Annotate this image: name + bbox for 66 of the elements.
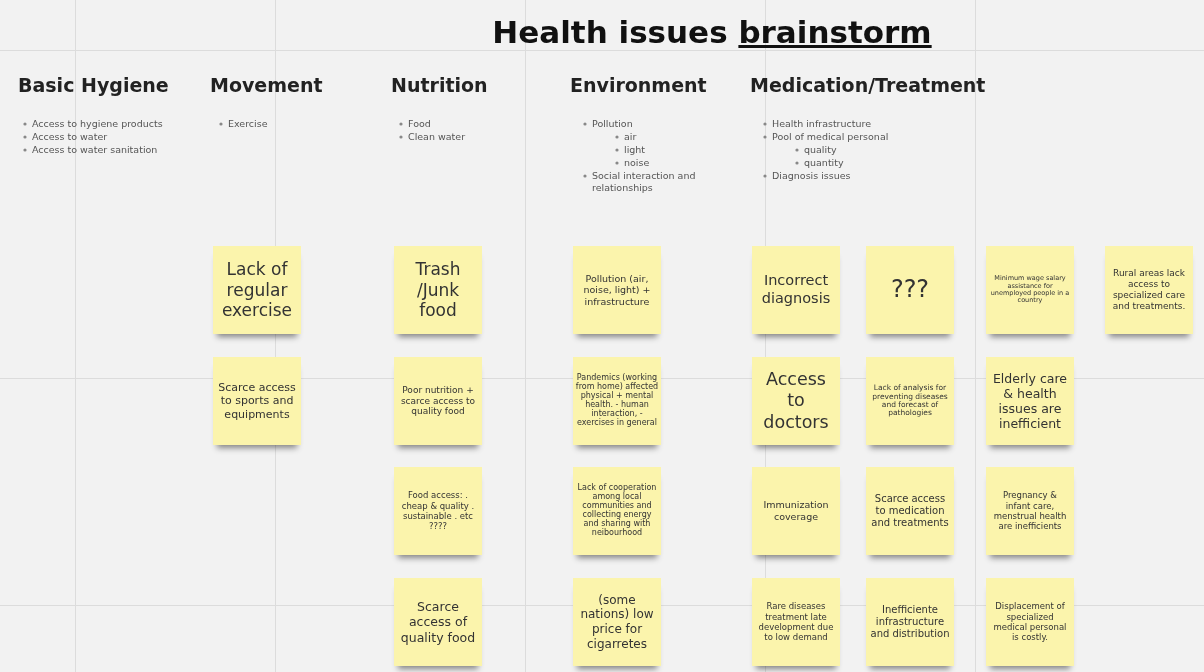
column-heading: Nutrition bbox=[391, 74, 488, 96]
note-text: Pandemics (working from home) affected physical + mental health. - human interaction, - exercises in general bbox=[575, 374, 659, 428]
note-text: Pregnancy & infant care, menstrual health are inefficients bbox=[992, 490, 1068, 532]
sticky-note bbox=[752, 246, 840, 334]
note-text: Displacement of specialized medical personal is costly. bbox=[992, 601, 1068, 643]
list-item-text: Access to hygiene products bbox=[32, 118, 163, 129]
sticky-note bbox=[573, 246, 661, 334]
note-text: (some nations) low price for cigarretes bbox=[579, 592, 655, 652]
list-item-text: noise bbox=[624, 157, 650, 168]
list-item-text: quantity bbox=[804, 157, 844, 168]
sticky-note bbox=[986, 467, 1074, 555]
column-heading: Environment bbox=[570, 74, 707, 96]
sticky-note bbox=[986, 246, 1074, 334]
title: Health issues brainstorm bbox=[491, 14, 933, 50]
sticky-note bbox=[752, 578, 840, 666]
note-text: Lack of regular exercise bbox=[220, 258, 294, 322]
list-item-text: quality bbox=[804, 144, 837, 155]
sticky-note bbox=[394, 246, 482, 334]
note-text: Lack of cooperation among local communities and collecting energy and sharing with neibourhood bbox=[576, 484, 658, 538]
note-text: Incorrect diagnosis bbox=[760, 272, 832, 308]
list-item-text: Clean water bbox=[408, 131, 466, 142]
list-item-text: Health infrastructure bbox=[772, 118, 872, 129]
sticky-note bbox=[213, 246, 301, 334]
note-text: ??? bbox=[890, 275, 930, 305]
column-heading: Movement bbox=[210, 74, 323, 96]
list-item-text: Pool of medical personal bbox=[772, 131, 889, 142]
note-text: Access to doctors bbox=[762, 369, 830, 433]
note-text: Food access: . cheap & quality . sustainable . etc ???? bbox=[400, 490, 476, 532]
sticky-note bbox=[866, 578, 954, 666]
note-text: Pollution (air, noise, light) + infrastructure bbox=[582, 272, 652, 308]
sticky-note bbox=[986, 357, 1074, 445]
sticky-note bbox=[866, 467, 954, 555]
sticky-note bbox=[986, 578, 1074, 666]
note-text: Poor nutrition + scarce access to quality food bbox=[399, 384, 477, 418]
list-item-text: Food bbox=[408, 118, 431, 129]
sticky-note bbox=[394, 357, 482, 445]
note-text: Scarce access of quality food bbox=[399, 599, 477, 645]
sticky-note bbox=[1105, 246, 1193, 334]
sticky-note bbox=[213, 357, 301, 445]
sticky-note bbox=[573, 357, 661, 445]
sticky-note bbox=[573, 578, 661, 666]
list-item-text: Access to water sanitation bbox=[32, 144, 158, 155]
list-item-text: Social interaction and relationships bbox=[592, 170, 696, 193]
sticky-note bbox=[394, 467, 482, 555]
note-text: Scarce access to sports and equipments bbox=[217, 380, 297, 422]
list-item-text: Access to water bbox=[32, 131, 108, 142]
sticky-note bbox=[866, 246, 954, 334]
note-text: Inefficiente infrastructure and distribution bbox=[870, 603, 950, 641]
sticky-note bbox=[752, 357, 840, 445]
list-item-text: Pollution bbox=[592, 118, 633, 129]
column-heading: Basic Hygiene bbox=[18, 74, 169, 96]
note-text: Immunization coverage bbox=[762, 499, 830, 523]
note-text: Scarce access to medication and treatments bbox=[870, 492, 950, 530]
note-text: Rural areas lack access to specialized care and treatments. bbox=[1111, 268, 1187, 312]
list-item-text: Diagnosis issues bbox=[772, 170, 851, 181]
note-text: Rare diseases treatment late development due to low demand bbox=[757, 601, 835, 643]
list-item-text: light bbox=[624, 144, 646, 155]
note-text: Trash /Junk food bbox=[414, 258, 462, 322]
sticky-note bbox=[752, 467, 840, 555]
column-heading: Medication/Treatment bbox=[750, 74, 986, 96]
list-item-text: air bbox=[624, 131, 637, 142]
list-item-text: Exercise bbox=[228, 118, 268, 129]
sticky-note bbox=[866, 357, 954, 445]
note-text: Elderly care & health issues are inefficient bbox=[991, 370, 1069, 432]
sticky-note bbox=[394, 578, 482, 666]
sticky-note bbox=[573, 467, 661, 555]
